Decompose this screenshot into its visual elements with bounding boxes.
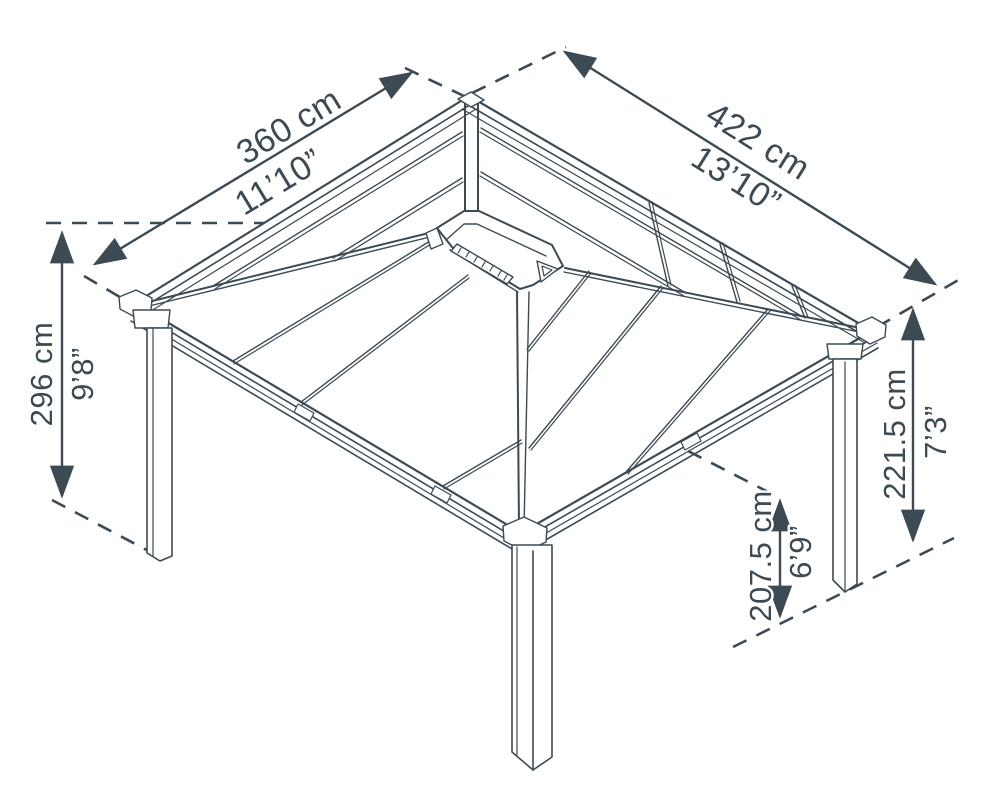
gutter-corner-front xyxy=(502,516,548,553)
post-front xyxy=(511,544,553,771)
eave-clearance-extension xyxy=(687,449,779,499)
cap-louver-slot xyxy=(450,243,514,285)
right-corner-extension xyxy=(876,273,968,329)
dim-label-2075-imperial: 6’9” xyxy=(783,525,818,579)
cap-left-wing xyxy=(425,227,444,250)
post-left xyxy=(132,309,173,562)
panel-clip xyxy=(680,432,702,451)
dim-label-2075-metric: 207.5 cm xyxy=(743,490,778,622)
dim360-tail-extension xyxy=(83,274,138,309)
back-corner-cap xyxy=(457,91,485,108)
dim422-tail-extension xyxy=(471,45,567,95)
cap-top-inner-edge xyxy=(445,223,547,257)
roof-cap-vent xyxy=(425,210,564,293)
dim-arrow-422 xyxy=(562,50,938,286)
dim-eave-clearance: 207.5 cm 6’9” xyxy=(741,488,821,625)
panel-clip xyxy=(293,403,315,422)
cap-end-bracket xyxy=(536,260,559,283)
gutter-corner-right xyxy=(855,316,887,345)
dim-label-296-imperial: 9’8” xyxy=(65,347,100,401)
eave-beam-front-right xyxy=(523,336,879,550)
post-capital xyxy=(132,309,171,329)
panel-clip xyxy=(430,485,452,504)
post-capital xyxy=(826,343,864,360)
dim360-head-extension xyxy=(404,66,465,98)
dim-label-2215-metric: 221.5 cm xyxy=(877,368,912,500)
dim-corner-height: 221.5 cm 7’3” xyxy=(875,307,956,543)
dim-total-height: 296 cm 9’8” xyxy=(22,230,103,499)
dim-arrow-360 xyxy=(92,71,414,266)
hip-ridge-front xyxy=(516,291,530,529)
eave-beam-front-left xyxy=(130,310,518,550)
post-right xyxy=(826,343,864,593)
hip-ridge-back xyxy=(457,91,485,213)
dim-label-296-metric: 296 cm xyxy=(24,322,59,427)
ground-dashed-left xyxy=(51,498,159,558)
dim-label-2215-imperial: 7’3” xyxy=(918,405,953,459)
